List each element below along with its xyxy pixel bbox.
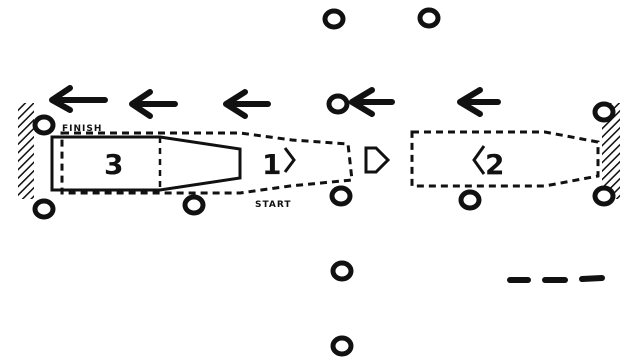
cone-marker-icon bbox=[592, 185, 616, 207]
vehicle-outline-position-1 bbox=[60, 131, 354, 195]
position-label-3: 3 bbox=[104, 148, 123, 181]
vehicle-nose-marker-2 bbox=[472, 145, 486, 175]
cone-marker-icon bbox=[326, 93, 350, 115]
start-label: START bbox=[255, 200, 292, 210]
position-label-1: 1 bbox=[262, 148, 281, 181]
cone-marker-icon bbox=[330, 335, 354, 357]
cone-marker-icon bbox=[329, 185, 353, 207]
legend-dashed-line-icon bbox=[507, 275, 605, 283]
cone-marker-icon bbox=[330, 260, 354, 282]
cone-marker-icon bbox=[32, 114, 56, 136]
direction-arrow-icon bbox=[129, 89, 178, 119]
cone-marker-icon bbox=[182, 194, 206, 216]
direction-marker-icon bbox=[364, 146, 391, 174]
direction-arrow-icon bbox=[349, 87, 395, 117]
right-barrier-icon bbox=[602, 103, 620, 199]
cone-marker-icon bbox=[417, 7, 441, 29]
finish-label: FINISH bbox=[62, 124, 102, 134]
direction-arrow-icon bbox=[457, 87, 501, 117]
direction-arrow-icon bbox=[49, 85, 108, 113]
vehicle-nose-marker-1 bbox=[283, 147, 296, 173]
cone-marker-icon bbox=[458, 189, 482, 211]
left-barrier-icon bbox=[18, 103, 34, 199]
position-label-2: 2 bbox=[485, 148, 504, 181]
cone-marker-icon bbox=[592, 101, 616, 123]
direction-arrow-icon bbox=[223, 89, 271, 119]
cone-marker-icon bbox=[322, 8, 346, 30]
vehicle-outline-position-2 bbox=[410, 130, 600, 188]
cone-marker-icon bbox=[32, 198, 56, 220]
vehicle-outline-position-3 bbox=[50, 135, 242, 192]
